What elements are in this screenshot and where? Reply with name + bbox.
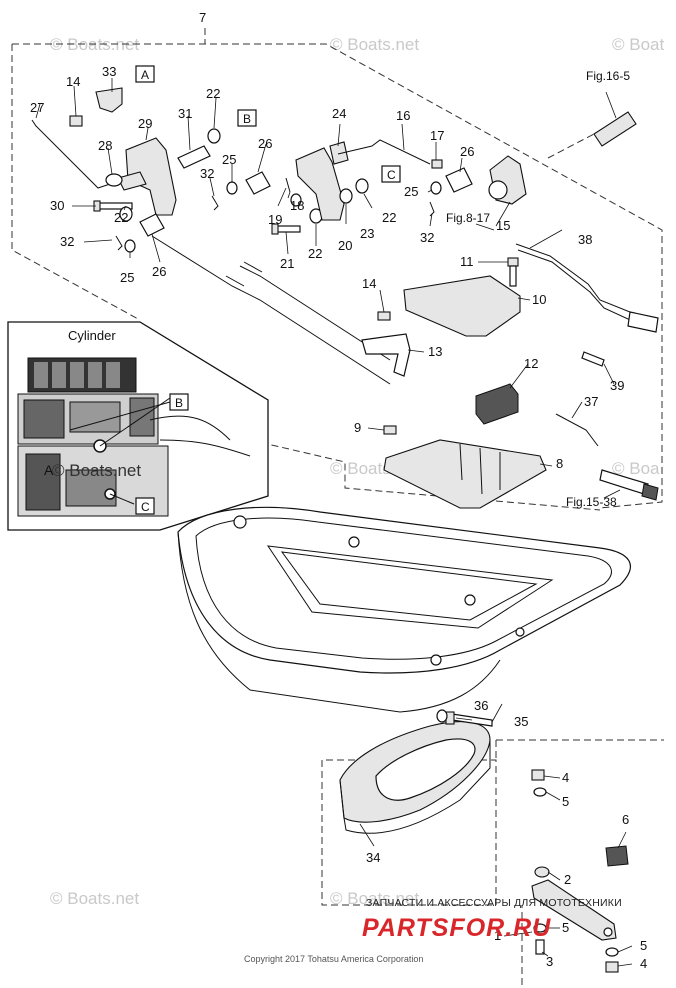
callout: 29 [138, 116, 152, 131]
box-label-a: A [141, 68, 149, 82]
lower-parts [339, 709, 629, 973]
inset-box-c [135, 497, 155, 515]
watermark: © Boats.net [50, 889, 139, 908]
inset-label-a: A [44, 462, 54, 478]
bottom-cowling [177, 506, 631, 713]
inset-watermark: © Boats.net [52, 461, 141, 480]
callout: 26 [258, 136, 272, 151]
callout: 12 [524, 356, 538, 371]
fig-ref-16-5: Fig.16-5 [586, 69, 630, 83]
callout: 23 [360, 226, 374, 241]
inset-label-c: C [141, 500, 150, 514]
callout: 16 [396, 108, 410, 123]
copyright: Copyright 2017 Tohatsu America Corporati… [244, 954, 423, 964]
callout: 15 [496, 218, 510, 233]
callout: 5 [640, 938, 647, 953]
callout: 25 [222, 152, 236, 167]
callout: 22 [206, 86, 220, 101]
callout: 34 [366, 850, 380, 865]
engine-illustration [17, 357, 251, 517]
callout: 5 [562, 794, 569, 809]
callout: 4 [562, 770, 569, 785]
callout: 30 [50, 198, 64, 213]
callout: 14 [66, 74, 80, 89]
callout: 10 [532, 292, 546, 307]
callout: 37 [584, 394, 598, 409]
box-label-b: B [243, 112, 251, 126]
callout: 22 [382, 210, 396, 225]
callout: 25 [404, 184, 418, 199]
callout: 4 [640, 956, 647, 971]
reference-boxes: A B C [135, 65, 401, 183]
callout: 25 [120, 270, 134, 285]
callout: 35 [514, 714, 528, 729]
callout: 32 [60, 234, 74, 249]
watermark: © Boa [612, 459, 660, 478]
linkage-parts [31, 87, 659, 509]
callout: 26 [460, 144, 474, 159]
callout: 22 [114, 210, 128, 225]
callout: 33 [102, 64, 116, 79]
callout: 39 [610, 378, 624, 393]
callout: 14 [362, 276, 376, 291]
leader-lines [35, 78, 633, 967]
callout: 17 [430, 128, 444, 143]
callout: 20 [338, 238, 352, 253]
inset-label-b: B [175, 396, 183, 410]
callout: 32 [200, 166, 214, 181]
callout: 7 [199, 10, 206, 25]
callout-numbers: 7 33 14 27 22 31 29 28 25 26 32 30 22 32… [30, 10, 647, 971]
cylinder-inset: Cylinder B C A © Bo [7, 321, 269, 531]
callout: 11 [460, 254, 474, 269]
watermark: © Boats.net [330, 35, 419, 54]
callout: 24 [332, 106, 346, 121]
callout: 26 [152, 264, 166, 279]
callout: 3 [546, 954, 553, 969]
watermark: © Boat [612, 35, 664, 54]
callout: 6 [622, 812, 629, 827]
overlay-russian-text: ЗАПЧАСТИ И АКСЕССУАРЫ ДЛЯ МОТОТЕХНИКИ [366, 897, 622, 909]
callout: 36 [474, 698, 488, 713]
callout: 2 [564, 872, 571, 887]
callout: 38 [578, 232, 592, 247]
box-c [381, 165, 401, 183]
inset-title: Cylinder [68, 328, 116, 343]
callout: 28 [98, 138, 112, 153]
callout: 8 [556, 456, 563, 471]
figure-references: Fig.16-5 Fig.8-17 Fig.15-38 [446, 69, 630, 509]
box-a [135, 65, 155, 83]
box-b [237, 109, 257, 127]
callout: 31 [178, 106, 192, 121]
callout: 13 [428, 344, 442, 359]
watermark: © Boats.net [330, 889, 419, 908]
callout: 22 [308, 246, 322, 261]
callout: 1 [494, 928, 501, 943]
box-label-c: C [387, 168, 396, 182]
callout: 27 [30, 100, 44, 115]
overlay-branding: ЗАПЧАСТИ И АКСЕССУАРЫ ДЛЯ МОТОТЕХНИКИ PA… [362, 897, 622, 942]
callout: 18 [290, 198, 304, 213]
fig-ref-15-38: Fig.15-38 [566, 495, 617, 509]
callout: 5 [562, 920, 569, 935]
callout: 32 [420, 230, 434, 245]
callout: 19 [268, 212, 282, 227]
callout: 21 [280, 256, 294, 271]
callout: 9 [354, 420, 361, 435]
overlay-brand: PARTSFOR.RU [362, 914, 551, 942]
fig-ref-8-17: Fig.8-17 [446, 211, 490, 225]
inset-box-b [169, 393, 189, 411]
